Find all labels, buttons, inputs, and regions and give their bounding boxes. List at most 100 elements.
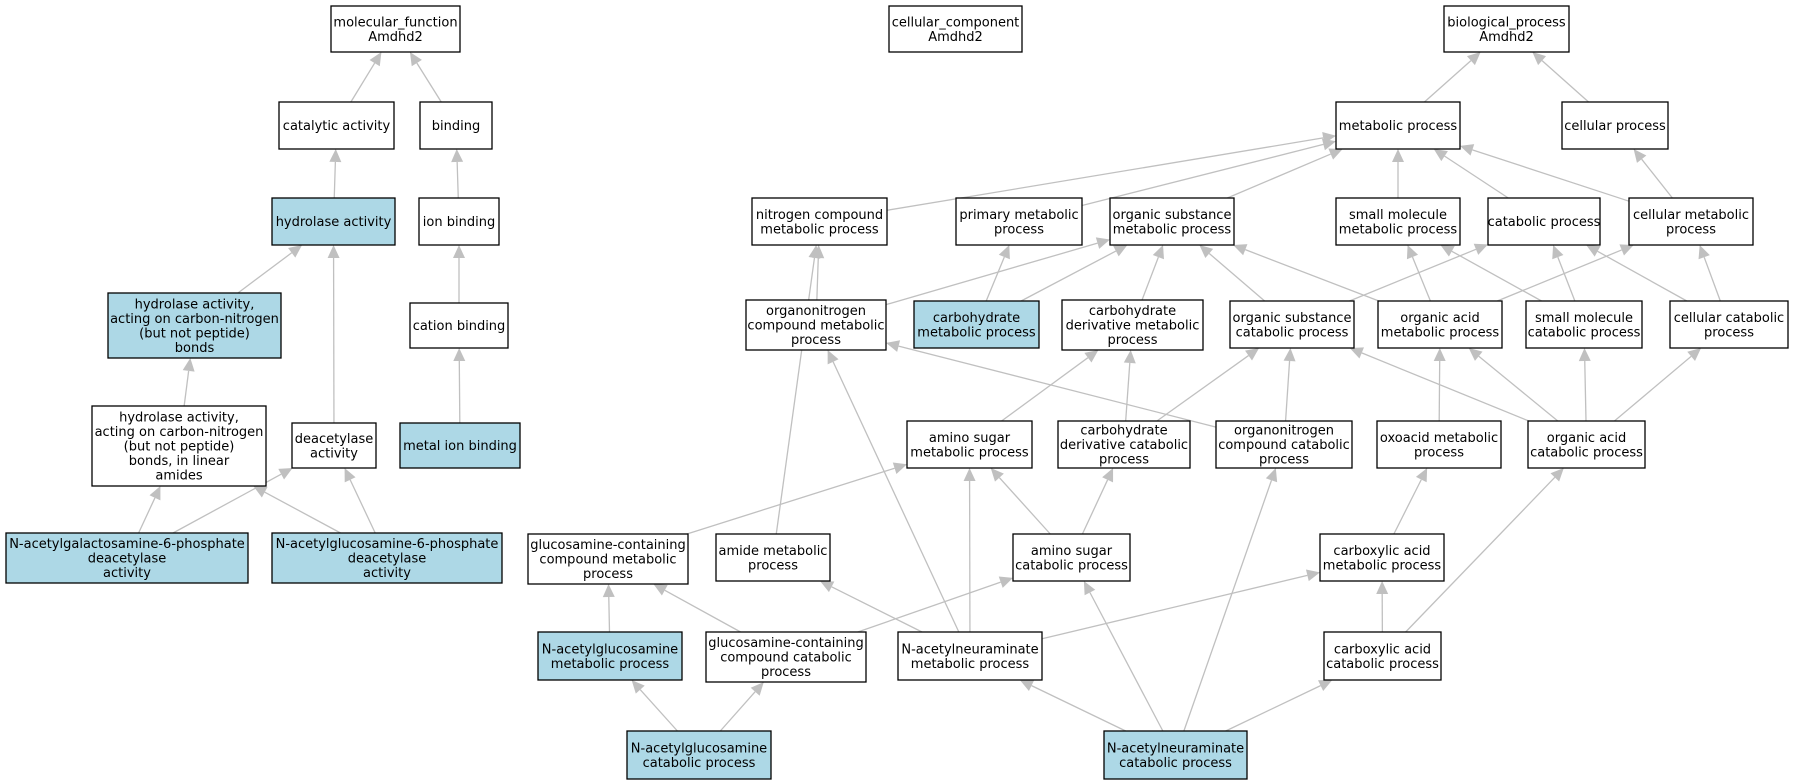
node-hydrolase_cn_linear[interactable]: hydrolase activity,acting on carbon-nitr… [91, 405, 267, 487]
node-cellular_proc[interactable]: cellular process [1561, 101, 1669, 150]
node-label-line: catabolic process [1530, 445, 1643, 460]
arrowhead-glcnac6p-to-deacetylase [344, 468, 356, 483]
arrowhead-glcN_met-to-amino_sugar_met [892, 462, 907, 474]
edge-org_acid_cat-to-small_mol_cat [1584, 360, 1587, 422]
node-label-line: carboxylic acid [1333, 544, 1430, 559]
edge-org_sub_cat-to-catabolic [1349, 248, 1477, 302]
edge-amino_sugar_cat-to-carb_deriv_cat [1081, 479, 1109, 535]
node-box [1319, 533, 1445, 582]
edge-glcnac6p-to-hydrolase_cn_linear [264, 491, 341, 534]
node-hydrolase[interactable]: hydrolase activity [271, 197, 396, 246]
arrowhead-org_acid_cat-to-small_mol_cat [1578, 348, 1591, 362]
node-glcnac6p[interactable]: N-acetylglucosamine-6-phosphatedeacetyla… [271, 532, 503, 584]
arrowhead-org_acid_cat-to-org_sub_cat [1349, 347, 1364, 359]
edge-hydrolase_cn_linear-to-hydrolase_cn [183, 370, 190, 407]
arrowhead-amino_sugar_met-to-carb_deriv_met [1084, 350, 1099, 363]
node-label-line: deacetylase [348, 552, 427, 567]
edge-small_mol_cat-to-catabolic [1557, 256, 1576, 302]
node-box [271, 197, 396, 246]
node-box [1061, 299, 1204, 351]
node-label-line: metabolic process [1323, 558, 1442, 573]
edge-org_sub_met-to-metabolic [1227, 153, 1331, 199]
node-label-line: catabolic process [1015, 558, 1128, 573]
node-box [271, 532, 503, 584]
arrowhead-neu5ac_met-to-carboxylic_met [1305, 569, 1320, 582]
node-hydrolase_cn[interactable]: hydrolase activity,acting on carbon-nitr… [107, 292, 282, 359]
node-box [278, 101, 395, 150]
node-label-line: ion binding [423, 215, 495, 230]
node-label-line: glucosamine-containing [530, 538, 686, 553]
node-catabolic[interactable]: catabolic process [1487, 197, 1601, 246]
edge-org_acid_met-to-org_sub_met [1245, 249, 1380, 302]
edge-glcN_met-to-amino_sugar_met [686, 467, 895, 535]
node-label-line: N-acetylneuraminate [1107, 741, 1244, 756]
node-label-line: N-acetylglucosamine [631, 741, 767, 756]
node-ion_binding[interactable]: ion binding [418, 197, 500, 246]
arrowhead-glcnac6p-to-hydrolase_cn_linear [253, 486, 268, 498]
node-cation_binding[interactable]: cation binding [409, 302, 509, 349]
node-catalytic[interactable]: catalytic activity [278, 101, 395, 150]
node-label-line: catabolic process [1236, 325, 1349, 340]
node-metal_ion_binding[interactable]: metal ion binding [399, 422, 521, 469]
node-label-line: cellular_component [892, 15, 1020, 30]
node-binding[interactable]: binding [419, 101, 493, 150]
node-label-line: metal ion binding [403, 439, 517, 454]
edge-neu5ac_met-to-orgN_met [832, 361, 960, 633]
arrowhead-binding-to-mf_root [409, 52, 422, 67]
node-metabolic[interactable]: metabolic process [1335, 101, 1461, 150]
arrowhead-neu5ac_cat-to-carboxylic_cat [1318, 680, 1333, 692]
node-label-line: metabolic process [911, 657, 1030, 672]
node-galnac6p[interactable]: N-acetylgalactosamine-6-phosphatedeacety… [5, 532, 249, 584]
node-box [537, 631, 683, 681]
edge-carb_met-to-org_sub_met [1020, 250, 1117, 302]
edge-orgN_cat-to-org_sub_cat [1284, 360, 1291, 422]
node-label-line: compound metabolic [539, 553, 676, 568]
arrowhead-cell_met-to-metabolic [1460, 144, 1475, 156]
edge-org_acid_cat-to-cell_cat [1613, 355, 1692, 422]
node-label-line: process [1666, 222, 1716, 237]
arrowhead-org_acid_cat-to-cell_cat [1687, 348, 1702, 361]
arrowhead-org_sub_cat-to-org_sub_met [1199, 245, 1214, 259]
edge-hydrolase-to-catalytic [333, 161, 337, 199]
node-label-line: bonds [175, 341, 215, 356]
arrowhead-orgN_cat-to-org_sub_cat [1283, 348, 1296, 362]
arrowhead-cell_met-to-cellular_proc [1633, 149, 1647, 163]
arrowhead-carb_deriv_cat-to-carb_deriv_met [1123, 350, 1136, 364]
node-box [1323, 631, 1442, 681]
arrowhead-small_mol_cat-to-catabolic [1552, 245, 1564, 260]
edge-catalytic-to-mf_root [350, 62, 376, 103]
arrowhead-cellular_proc-to-bp_root [1532, 52, 1547, 66]
